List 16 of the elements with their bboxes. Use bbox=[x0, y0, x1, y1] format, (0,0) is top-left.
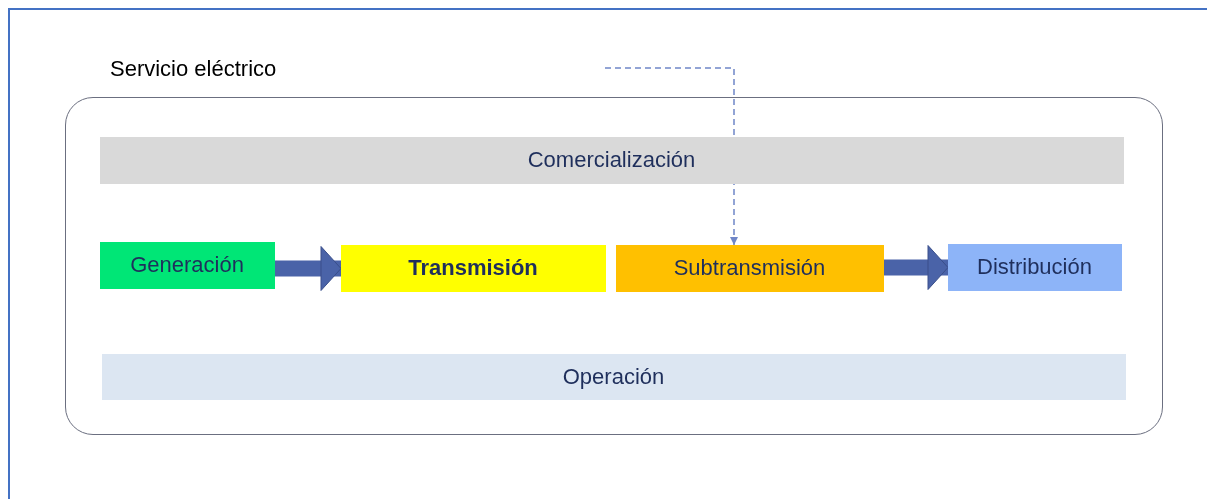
stage-box bbox=[947, 243, 1122, 291]
stage-label: Generación bbox=[130, 252, 244, 278]
stage-box bbox=[101, 353, 1126, 400]
stage-box bbox=[99, 241, 275, 289]
stage-box bbox=[615, 244, 884, 292]
block-arrow bbox=[884, 245, 949, 290]
stage-label: Transmisión bbox=[408, 255, 538, 281]
stage-label: Distribución bbox=[977, 254, 1092, 280]
block-arrow bbox=[275, 246, 342, 291]
dashed-arrow bbox=[604, 67, 738, 246]
stage-box bbox=[340, 244, 606, 292]
stage-label: Comercialización bbox=[527, 147, 696, 173]
group-heading: Servicio eléctrico bbox=[110, 56, 277, 82]
stage-box bbox=[99, 136, 1124, 184]
stage-label: Operación bbox=[562, 363, 665, 390]
stage-label: Subtransmisión bbox=[673, 255, 826, 281]
